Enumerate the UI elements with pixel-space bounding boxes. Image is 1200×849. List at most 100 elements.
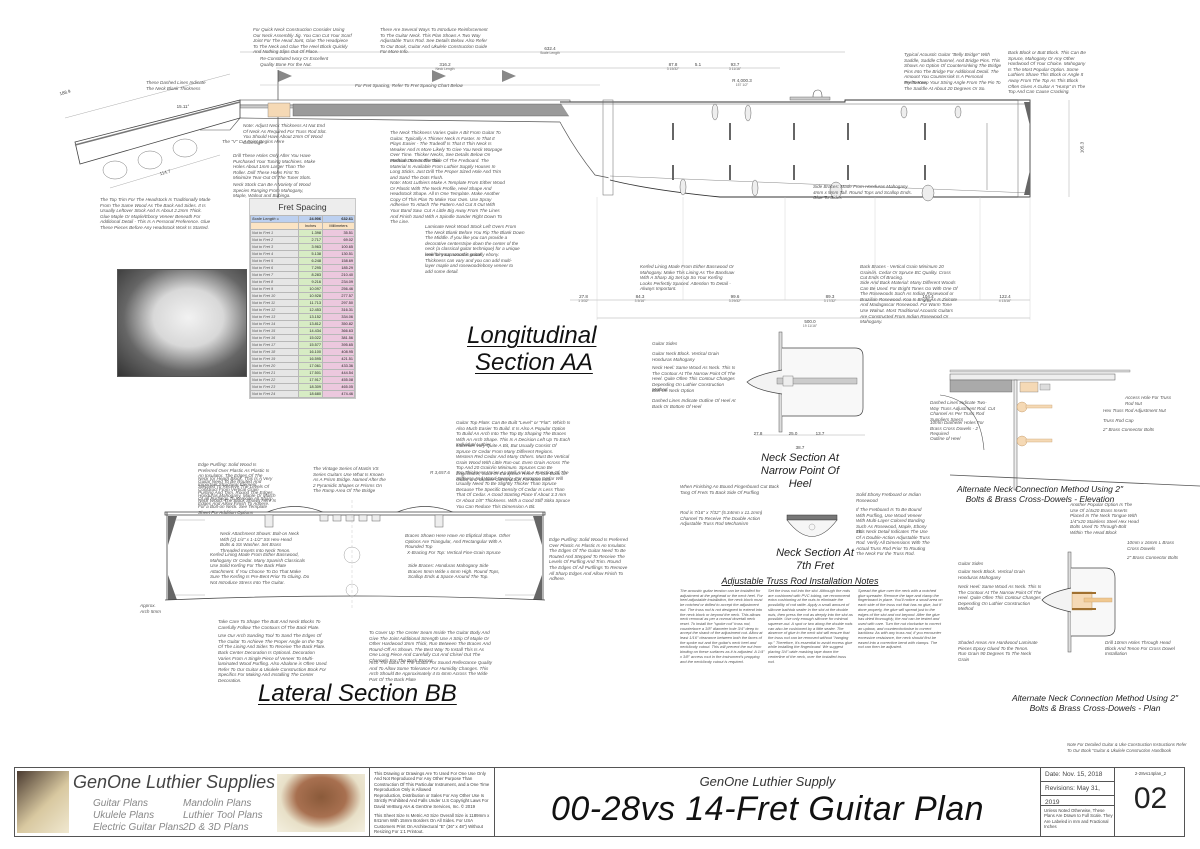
- title-block: GenOne Luthier Supplies Guitar Plans Uku…: [14, 767, 1185, 837]
- dim-headstock-angle: 15.11°: [176, 104, 190, 109]
- dim-heel-13-7: 13.7: [815, 431, 825, 436]
- sheet-number: 02: [1133, 782, 1168, 815]
- legal-panel: This Drawing or Drawings Are To Used For…: [370, 768, 495, 836]
- note-x-bracing: X-Bracing For Top: Vertical Fine-Grain S…: [407, 550, 501, 555]
- note-brass-bolts: 2" Brass Connector Bolts: [1103, 427, 1155, 432]
- section-title-lateral: Lateral Section BB: [258, 680, 457, 707]
- note-back-braces: Back Braces - Vertical Grain Minimum 20 …: [860, 264, 951, 281]
- note-edge-purfling-r: Edge Purfling: Solid Wood Is Preferred O…: [549, 537, 628, 582]
- note-neck-attach: Neck Attachment Shown: Bolt-on Neck With…: [220, 531, 299, 553]
- guitar-body-photo: [117, 269, 247, 377]
- note-reinforcement: There Are Several Ways To Introduce Rein…: [380, 27, 488, 55]
- note-fingerboard-cut: When Finishing An Bound Fingerboard Cut …: [680, 484, 779, 495]
- fret-spacing-table: Fret Spacing Scale Length = 24.906 632.6…: [249, 198, 356, 399]
- plan-title-panel: GenOne Luthier Supply 00-28vs 14-Fret Gu…: [495, 768, 1041, 836]
- note-neck-jig: For Quick Neck Construction Consider Usi…: [253, 27, 352, 55]
- scale-note: Unless Noted Otherwise, These Plans Are …: [1044, 808, 1113, 829]
- alt-elevation-drawing: [939, 369, 1200, 491]
- note-rod-cap: Truss Rod Cap: [1103, 418, 1134, 423]
- note-double-action: This Neck Detail Indicates The Use Of A …: [856, 529, 930, 557]
- section-title-neck-heel: Neck Section At Narrow Point Of Heel: [760, 452, 840, 490]
- note-kerf-lining: Kerfed Lining Made From Either Basswood,…: [210, 552, 310, 585]
- note-braces-shape: Braces Shown Here Have An Eliptical Shap…: [405, 533, 511, 550]
- link-guitar-plans[interactable]: Guitar Plans: [93, 798, 149, 809]
- note-fretboard-bound: If The Fretboard Is To Be Bound With Pur…: [856, 507, 927, 535]
- revisions: Revisions: May 31, 2019: [1041, 782, 1114, 806]
- note-seam: To Cover Up The Center Seam Inside The G…: [369, 630, 491, 663]
- neck-7th-drawing: [786, 514, 838, 537]
- blank-row: [1041, 796, 1114, 806]
- note-nut: Re-Constituted Ivory Or Excellent Qualit…: [260, 56, 329, 67]
- note-laminate: Laminate Neck Wood Stock Left Overs From…: [425, 224, 525, 257]
- lateral-drawing: [164, 500, 546, 610]
- note-back-block: Back Block or Butt Block. This Can Be Sp…: [1008, 50, 1086, 95]
- note-lateral-radius: R 3,657.6: [430, 470, 450, 475]
- legal-text-1: This Drawing or Drawings Are To Used For…: [374, 771, 490, 792]
- link-luthier-tool-plans[interactable]: Luthier Tool Plans: [183, 810, 263, 821]
- dim-5-1: 5.1: [694, 62, 702, 67]
- note-heel-cap: Heel trim cap wood is usually ebony. Thi…: [425, 252, 514, 274]
- revision-panel: Date: Nov. 15, 2018 Revisions: May 31, 2…: [1041, 768, 1115, 836]
- note-arch-back: Arch The Back Of The Guitar For Sound Re…: [369, 660, 493, 682]
- note-sides-back: Side And Back Material: Many Different W…: [860, 280, 958, 325]
- date: Date: Nov. 15, 2018: [1041, 768, 1114, 782]
- note-adjust: Note: Adjust Neck Thickness At Nut End O…: [243, 123, 327, 145]
- note-brass-inserts: Another Popular Option Is The Use Of 1/4…: [1070, 502, 1139, 535]
- legal-text-3: This Sheet Size Is Metric A0 Size Overal…: [374, 813, 490, 834]
- section-title-alt-plan: Alternate Neck Connection Method Using 2…: [1011, 693, 1179, 713]
- sheet-panel: 2-28vs14plan_2 02: [1115, 768, 1186, 836]
- note-hex-nut: Hex Truss Rod Adjustment Nut: [1103, 408, 1166, 413]
- link-2d-3d-plans[interactable]: 2D & 3D Plans: [183, 822, 249, 833]
- section-title-neck-7th: Neck Section At 7th Fret: [776, 547, 854, 572]
- note-solid-ebony: Solid Ebony Fretboard or Indian Rosewood: [856, 492, 921, 503]
- note-materials: Materials Vary Quite A Bit, But Usually …: [456, 443, 570, 482]
- section-title-alt-elevation: Alternate Neck Connection Method Using 2…: [956, 484, 1124, 504]
- brand-name: GenOne Luthier Supplies: [73, 772, 276, 792]
- note-string-angle: Try To Keep Your String Angle From The P…: [904, 80, 1001, 91]
- brand-photo-mold: [277, 774, 365, 832]
- link-ukulele-plans[interactable]: Ukulele Plans: [93, 810, 155, 821]
- note-kerfed: Kerfed Lining Made From Either Basswood …: [640, 264, 735, 292]
- note-position-dots: Position Dots In The Side Of The Fretboa…: [390, 158, 502, 180]
- longitudinal-drawing: [64, 51, 1070, 320]
- note-side-braces: Side Braces: Made From Honduras Mahogany…: [813, 184, 912, 201]
- note-top-trim: The Top Trim For The Headstock Is Tradit…: [100, 197, 211, 230]
- note-templates: Note: Most Luthiers Make A Template From…: [390, 180, 505, 225]
- note-take-care: Take Care To Shape The Butt And Neck Blo…: [218, 619, 321, 630]
- alt-plan-drawing: [1041, 551, 1116, 653]
- note-drill: Drill These Holes Only After You Have Pu…: [233, 153, 316, 181]
- note-book: Note For Detailed Guitar & Uke Construct…: [1067, 742, 1187, 753]
- plan-company: GenOne Luthier Supply: [699, 774, 836, 789]
- note-outline-heel: Outline of Heel: [930, 436, 961, 441]
- note-cross-dowels: 10mm x 16mm L Brass Cross Dowels: [1127, 540, 1175, 551]
- note-truss-rod-dim: Rod is 7/16" x 7/32" (5.34mm x 11.1mm) C…: [680, 510, 763, 527]
- link-mandolin-plans[interactable]: Mandolin Plans: [183, 798, 252, 809]
- brand-panel: GenOne Luthier Supplies Guitar Plans Uku…: [15, 768, 370, 836]
- truss-notes-col2: Set the truss rod into the slot. Althoug…: [768, 588, 853, 664]
- note-dashed: These Dashed Lines Indicate The Neck Bla…: [146, 80, 206, 91]
- link-electric-guitar-plans[interactable]: Electric Guitar Plans: [93, 822, 184, 833]
- note-neck-stock: Neck Stock Can Be A Variety of Wood Spec…: [233, 182, 311, 199]
- dim-heel-25: 25.0: [788, 431, 798, 436]
